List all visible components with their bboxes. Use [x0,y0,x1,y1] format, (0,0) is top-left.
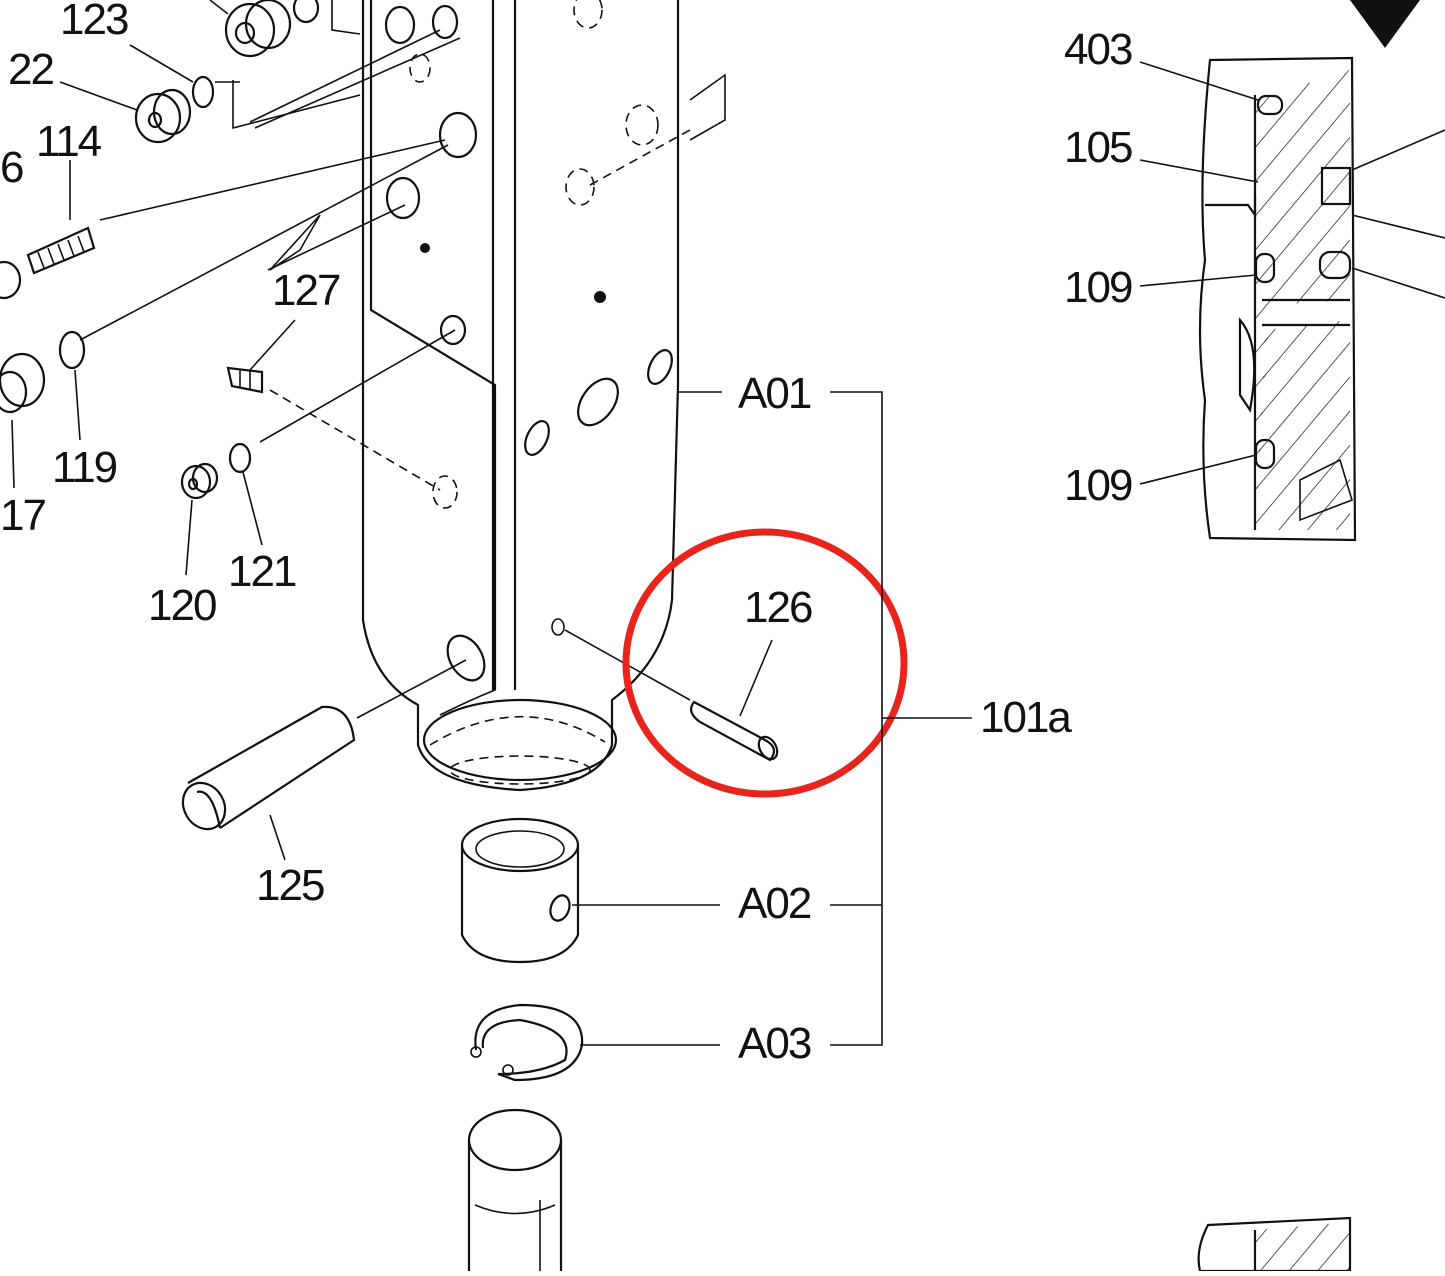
spring-114 [26,226,96,275]
label-123: 123 [60,0,128,44]
label-101a: 101a [980,693,1072,742]
o-ring-123 [191,75,215,109]
label-403: 403 [1064,25,1132,74]
sleeve-a02 [460,817,580,964]
o-ring-119 [58,330,86,370]
highlight-circle [622,528,908,798]
label-17: 17 [0,491,45,540]
label-105: 105 [1064,123,1132,172]
label-22: 22 [8,45,53,94]
pin-125 [181,705,356,831]
plug-120 [180,462,219,500]
label-126: 126 [744,583,812,632]
label-119: 119 [52,443,117,492]
label-127: 127 [272,266,340,315]
fitting-127 [226,366,264,394]
bracket-101a [678,391,972,1046]
o-ring-121 [228,442,252,474]
plug-22 [134,88,192,144]
label-114: 114 [36,117,102,166]
snap-ring-a03 [470,1003,584,1082]
left-parts-group [0,0,467,861]
label-109-upper: 109 [1064,263,1132,312]
pin-126 [564,629,779,762]
label-121: 121 [228,547,296,596]
shaft-bottom [467,1108,563,1271]
label-120: 120 [148,581,216,630]
plug-123 [209,0,320,58]
label-109-lower: 109 [1064,461,1132,510]
label-a02: A02 [738,879,811,928]
fitting-17 [0,352,46,414]
section-view [1139,0,1445,1273]
part-labels: 123 22 114 6 127 119 17 121 120 125 126 … [0,0,1134,1068]
label-6: 6 [0,143,23,192]
main-body-a01 [269,0,726,792]
label-125: 125 [256,861,324,910]
label-a01: A01 [738,369,811,418]
label-a03: A03 [738,1019,811,1068]
section-arrow-icon [1350,0,1420,48]
